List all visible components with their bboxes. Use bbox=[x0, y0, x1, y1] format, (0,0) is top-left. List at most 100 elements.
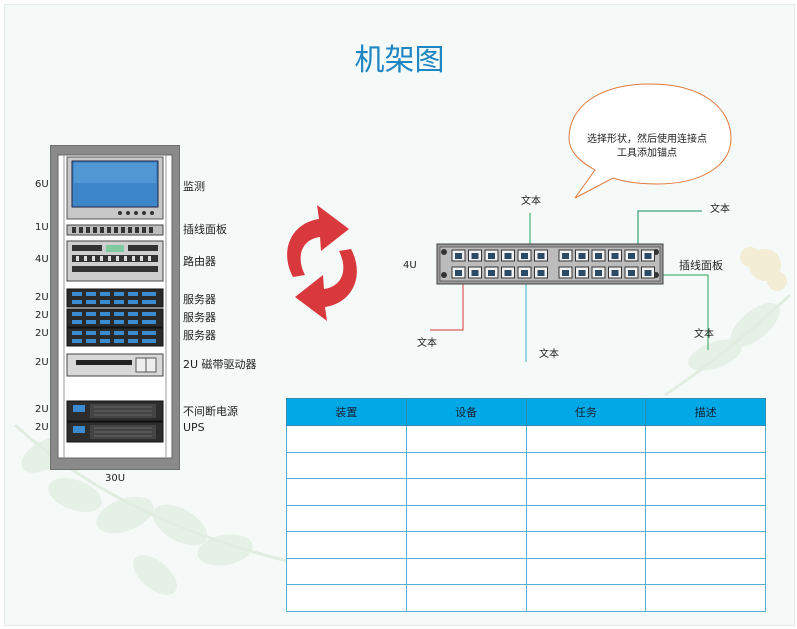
table-cell[interactable] bbox=[525, 584, 647, 612]
table-cell[interactable] bbox=[405, 478, 527, 506]
device-table[interactable]: 装置 设备 任务 描述 bbox=[286, 398, 766, 612]
table-row bbox=[286, 531, 766, 559]
table-cell[interactable] bbox=[405, 504, 527, 532]
patch-port-jack-icon bbox=[471, 253, 479, 259]
text-label[interactable]: 文本 bbox=[521, 196, 541, 207]
rack-u-label: 6U bbox=[35, 179, 49, 190]
patch-port-jack-icon bbox=[595, 270, 602, 276]
table-row bbox=[286, 425, 766, 453]
router-icon[interactable] bbox=[66, 240, 164, 282]
text-label[interactable]: 文本 bbox=[710, 204, 730, 215]
connector-line-green-right[interactable] bbox=[637, 210, 702, 255]
table-cell[interactable] bbox=[525, 557, 647, 585]
text-label[interactable]: 文本 bbox=[694, 329, 714, 340]
rack-u-label: 1U bbox=[35, 222, 49, 233]
tape-drive-icon[interactable] bbox=[66, 353, 164, 377]
table-header-cell[interactable]: 任务 bbox=[525, 398, 647, 426]
text-label[interactable]: 文本 bbox=[539, 349, 559, 360]
patch-port-jack-icon bbox=[578, 253, 586, 259]
table-row bbox=[286, 504, 766, 532]
table-cell[interactable] bbox=[525, 531, 647, 559]
rack-u-label: 2U bbox=[35, 328, 49, 339]
patch-port-jack-icon bbox=[611, 253, 619, 259]
connector-line-green-lower[interactable] bbox=[642, 274, 709, 350]
server-icon-1[interactable] bbox=[66, 288, 164, 308]
table-cell[interactable] bbox=[405, 557, 527, 585]
patch-port-jack-icon bbox=[488, 253, 495, 259]
table-cell[interactable] bbox=[286, 584, 407, 612]
table-cell[interactable] bbox=[286, 504, 407, 532]
text-label[interactable]: 文本 bbox=[417, 338, 437, 349]
patch-port-jack-icon bbox=[595, 253, 602, 259]
callout-bubble[interactable] bbox=[565, 80, 735, 202]
rack-u-label: 2U bbox=[35, 422, 49, 433]
table-header-cell[interactable]: 描述 bbox=[645, 398, 766, 426]
patch-port-jack-icon bbox=[504, 270, 512, 276]
table-cell[interactable] bbox=[405, 531, 527, 559]
patch-panel-name-label: 插线面板 bbox=[679, 259, 723, 272]
table-cell[interactable] bbox=[645, 557, 766, 585]
rack-u-label: 2U bbox=[35, 310, 49, 321]
table-header-cell[interactable]: 设备 bbox=[405, 398, 527, 426]
table-cell[interactable] bbox=[645, 425, 766, 453]
table-cell[interactable] bbox=[645, 451, 766, 479]
connector-line-red[interactable] bbox=[430, 275, 464, 331]
rack-u-label: 2U bbox=[35, 404, 49, 415]
table-cell[interactable] bbox=[525, 425, 647, 453]
table-cell[interactable] bbox=[645, 478, 766, 506]
table-cell[interactable] bbox=[525, 504, 647, 532]
table-cell[interactable] bbox=[286, 531, 407, 559]
rack-device-label: 服务器 bbox=[183, 311, 216, 324]
patch-port-jack-icon bbox=[578, 270, 586, 276]
table-row bbox=[286, 557, 766, 585]
callout-text: 选择形状，然后使用连接点 工具添加锚点 bbox=[567, 133, 727, 161]
patch-port-jack-icon bbox=[562, 253, 569, 259]
patch-panel-large[interactable] bbox=[420, 205, 710, 365]
page-title: 机架图 bbox=[354, 43, 445, 78]
table-cell[interactable] bbox=[645, 584, 766, 612]
patch-port-jack-icon bbox=[471, 270, 479, 276]
table-cell[interactable] bbox=[286, 425, 407, 453]
rack-total-label: 30U bbox=[105, 473, 126, 484]
table-cell[interactable] bbox=[286, 478, 407, 506]
patch-port-jack-icon bbox=[644, 270, 652, 276]
patch-panel-1u-icon[interactable] bbox=[66, 224, 164, 236]
monitor-icon[interactable] bbox=[66, 156, 164, 220]
rack-device-label: 服务器 bbox=[183, 329, 216, 342]
table-cell[interactable] bbox=[286, 557, 407, 585]
paper: 机架图 bbox=[4, 4, 795, 626]
server-icon-3[interactable] bbox=[66, 327, 164, 347]
callout-line-1: 选择形状，然后使用连接点 bbox=[587, 134, 707, 145]
patch-port-jack-icon bbox=[537, 270, 545, 276]
table-body bbox=[286, 425, 766, 612]
rack-device-label: 2U 磁带驱动器 bbox=[183, 358, 257, 371]
patch-port-jack-icon bbox=[644, 253, 652, 259]
table-cell[interactable] bbox=[645, 531, 766, 559]
server-icon-2[interactable] bbox=[66, 308, 164, 328]
table-header-cell[interactable]: 装置 bbox=[286, 398, 407, 426]
rack-device-label: 服务器 bbox=[183, 293, 216, 306]
patch-port-jack-icon bbox=[455, 270, 462, 276]
ups-icon-1[interactable] bbox=[66, 400, 164, 422]
refresh-arrows-icon[interactable] bbox=[279, 201, 365, 325]
callout-line-2: 工具添加锚点 bbox=[617, 148, 677, 159]
patch-port-jack-icon bbox=[628, 253, 635, 259]
rack-u-label: 2U bbox=[35, 292, 49, 303]
rack-device-label: 监测 bbox=[183, 180, 205, 193]
patch-panel-unit-label: 4U bbox=[403, 260, 417, 271]
table-cell[interactable] bbox=[405, 425, 527, 453]
table-header-row: 装置 设备 任务 描述 bbox=[286, 398, 766, 426]
ups-icon-2[interactable] bbox=[66, 421, 164, 443]
rack-device-label: 路由器 bbox=[183, 255, 216, 268]
table-cell[interactable] bbox=[525, 451, 647, 479]
patch-port-jack-icon bbox=[611, 270, 619, 276]
patch-port-jack-icon bbox=[537, 253, 545, 259]
rack-cabinet[interactable] bbox=[50, 145, 180, 470]
patch-port-jack-icon bbox=[455, 253, 462, 259]
table-cell[interactable] bbox=[405, 584, 527, 612]
leaf-decoration-left bbox=[13, 423, 306, 595]
table-cell[interactable] bbox=[645, 504, 766, 532]
table-cell[interactable] bbox=[286, 451, 407, 479]
table-cell[interactable] bbox=[405, 451, 527, 479]
table-cell[interactable] bbox=[525, 478, 647, 506]
